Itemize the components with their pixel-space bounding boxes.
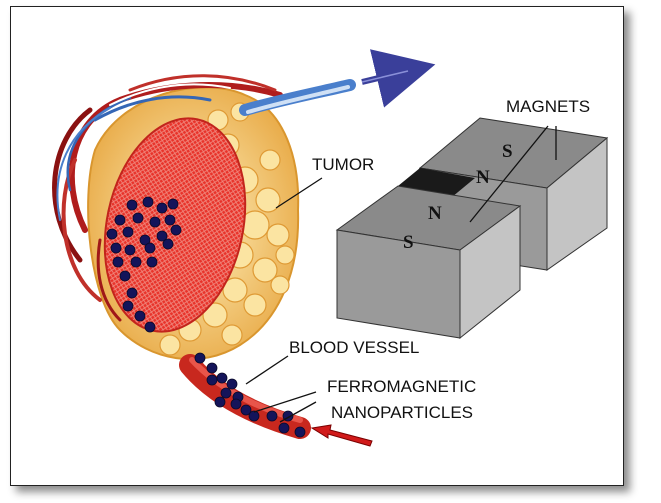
nanoparticle-dot [122,300,134,312]
tumor-illustration [52,74,356,439]
nanoparticle-dot [139,234,151,246]
label-tumor: TUMOR [312,155,374,174]
nanoparticle-dot [266,410,278,422]
nanoparticle-dot [216,372,228,384]
nanoparticle-dot [142,196,154,208]
pole-label-front-s: S [403,232,414,253]
nanoparticle-dot [164,214,176,226]
nanoparticle-dot [110,242,122,254]
nanoparticle-dot [130,256,142,268]
nanoparticle-dot [226,378,238,390]
nanoparticle-dot [149,216,161,228]
nanoparticle-dot [156,230,168,242]
nanoparticle-group [106,196,306,438]
label-blood-vessel: BLOOD VESSEL [289,338,419,357]
nanoparticle-dot [144,242,156,254]
nanoparticle-dot [214,396,226,408]
nanoparticle-dot [119,270,131,282]
nanoparticle-dot [170,224,182,236]
nanoparticle-dot [206,374,218,386]
nanoparticle-dot [220,387,232,399]
nanoparticle-dot [112,256,124,268]
label-ferromagnetic: FERROMAGNETIC [327,377,476,396]
nanoparticle-dot [144,321,156,333]
nanoparticle-dot [106,228,118,240]
nanoparticle-dot [206,362,218,374]
nanoparticle-dot [126,199,138,211]
pole-label-front-n: N [428,203,442,224]
nanoparticle-dot [124,244,136,256]
nanoparticle-dot [294,426,306,438]
nanoparticle-dot [126,287,138,299]
pole-label-back-n: N [476,167,490,188]
nanoparticle-dot [248,410,260,422]
arrow-outflow-icon [361,49,436,108]
nanoparticle-dot [162,238,174,250]
label-nanoparticles: NANOPARTICLES [331,403,473,422]
nanoparticle-dot [230,398,242,410]
leader-lines [245,125,557,423]
nanoparticle-dot [122,226,134,238]
nanoparticle-dot [146,256,158,268]
nanoparticle-dot [156,202,168,214]
nanoparticle-dot [132,212,144,224]
nanoparticle-dot [278,422,290,434]
nanoparticle-dot [134,310,146,322]
nanoparticle-dot [167,198,179,210]
nanoparticle-dot [240,404,252,416]
nanoparticle-dot [194,352,206,364]
magnet-front [335,185,522,340]
nanoparticle-dot [114,214,126,226]
arrow-inflow-icon [310,424,373,447]
vessel-network [52,74,283,322]
pole-label-back-s: S [502,141,513,162]
label-magnets: MAGNETS [506,97,590,116]
